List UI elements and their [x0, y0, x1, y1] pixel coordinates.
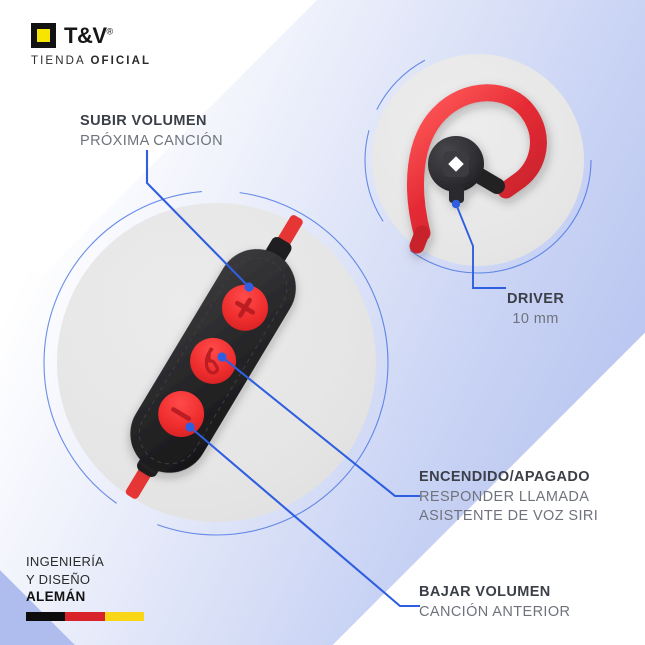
flag-stripe-red — [65, 612, 105, 622]
leader-volume-down — [189, 426, 420, 608]
callout-volume-up-subtitle: PRÓXIMA CANCIÓN — [80, 132, 223, 149]
leader-dot-power — [217, 352, 227, 362]
leader-driver — [455, 203, 506, 289]
callout-power: ENCENDIDO/APAGADO RESPONDER LLAMADA ASIS… — [419, 468, 598, 527]
leader-volume-up — [145, 150, 250, 288]
leader-dot-driver — [451, 199, 461, 209]
minus-icon — [171, 407, 192, 421]
driver-stem — [449, 186, 464, 203]
callout-power-subtitle: RESPONDER LLAMADA — [419, 488, 590, 505]
german-line-2: Y DISEÑO — [26, 571, 91, 587]
registered-mark: ® — [106, 26, 114, 37]
callout-volume-up: SUBIR VOLUMEN PRÓXIMA CANCIÓN — [80, 112, 223, 151]
callout-volume-down-title: BAJAR VOLUMEN — [419, 584, 551, 600]
brand-logo: T&V® TIENDA OFICIAL — [31, 23, 151, 67]
earhook-neck — [472, 168, 505, 194]
flag-stripe-gold — [104, 612, 144, 622]
driver-logo-icon — [448, 156, 464, 172]
leader-lines — [145, 150, 506, 608]
remote-body-seam — [138, 257, 288, 465]
callout-power-subtitle-2: ASISTENTE DE VOZ SIRI — [419, 508, 599, 525]
phone-icon — [204, 347, 220, 375]
brand-tagline: TIENDA OFICIAL — [31, 55, 152, 67]
earbud-ring-arc — [364, 46, 592, 274]
earhook-shape — [407, 84, 547, 242]
leader-dot-volume-up — [244, 282, 254, 292]
remote-ring-arc — [43, 190, 389, 536]
german-line-3: ALEMÁN — [26, 589, 86, 605]
earhook-tip — [409, 225, 430, 254]
callout-volume-down-subtitle: CANCIÓN ANTERIOR — [419, 603, 571, 620]
callout-driver-subtitle: 10 mm — [512, 310, 559, 327]
brand-tagline-bold: OFICIAL — [90, 55, 152, 67]
leader-power — [221, 356, 420, 498]
remote-control-product — [125, 215, 303, 499]
callout-volume-down: BAJAR VOLUMEN CANCIÓN ANTERIOR — [419, 583, 570, 622]
callout-driver: DRIVER 10 mm — [507, 290, 564, 329]
brand-name: T&V® — [64, 22, 114, 48]
german-engineering-badge: INGENIERÍA Y DISEÑO ALEMÁN — [26, 553, 144, 622]
german-line-1: INGENIERÍA — [26, 554, 105, 569]
german-flag-icon — [26, 612, 144, 622]
decorative-arc-group — [43, 46, 592, 536]
callout-power-title: ENCENDIDO/APAGADO — [419, 469, 590, 485]
earbud-product — [407, 84, 547, 254]
callout-driver-title: DRIVER — [507, 291, 565, 307]
plus-icon — [235, 297, 256, 318]
leader-dot-volume-down — [185, 422, 195, 432]
brand-mark-icon — [31, 23, 56, 48]
callout-volume-up-title: SUBIR VOLUMEN — [80, 113, 207, 129]
flag-stripe-black — [26, 612, 66, 622]
